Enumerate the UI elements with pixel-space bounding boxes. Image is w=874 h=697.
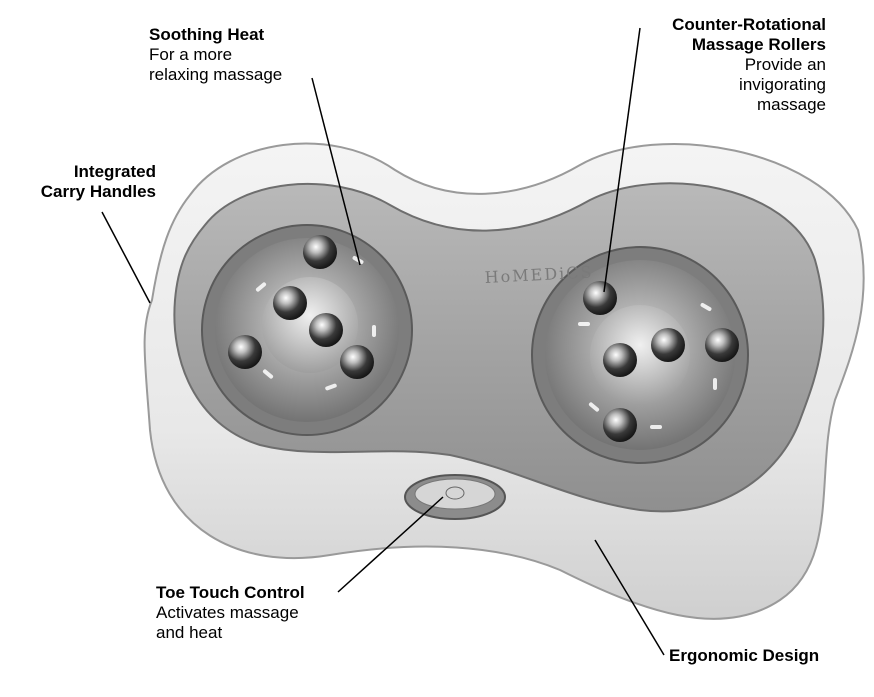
- ergonomic-title: Ergonomic Design: [669, 646, 820, 665]
- toe-touch-button: [404, 474, 506, 520]
- callout-soothing-heat: Soothing Heat For a more relaxing massag…: [149, 25, 282, 85]
- leader-lines: [101, 27, 665, 656]
- rollers-desc-3: massage: [757, 95, 826, 114]
- handles-title-1: Integrated: [73, 162, 156, 181]
- rollers-desc-2: invigorating: [739, 75, 826, 94]
- soothing-heat-title: Soothing Heat: [149, 25, 265, 44]
- rollers-desc-1: Provide an: [744, 55, 826, 74]
- callout-carry-handles: Integrated Carry Handles: [41, 162, 156, 202]
- roller-balls: [228, 235, 739, 442]
- rollers-title-2: Massage Rollers: [691, 35, 826, 54]
- toe-touch-desc-2: and heat: [156, 623, 223, 642]
- callout-toe-touch: Toe Touch Control Activates massage and …: [156, 583, 305, 643]
- callout-rollers: Counter-Rotational Massage Rollers Provi…: [672, 15, 826, 115]
- soothing-heat-desc-2: relaxing massage: [149, 65, 283, 84]
- soothing-heat-desc-1: For a more: [149, 45, 233, 64]
- toe-touch-desc-1: Activates massage: [156, 603, 299, 622]
- toe-touch-title: Toe Touch Control: [156, 583, 305, 602]
- callout-ergonomic: Ergonomic Design: [669, 646, 819, 666]
- handles-title-2: Carry Handles: [40, 182, 156, 201]
- rollers-title-1: Counter-Rotational: [672, 15, 826, 34]
